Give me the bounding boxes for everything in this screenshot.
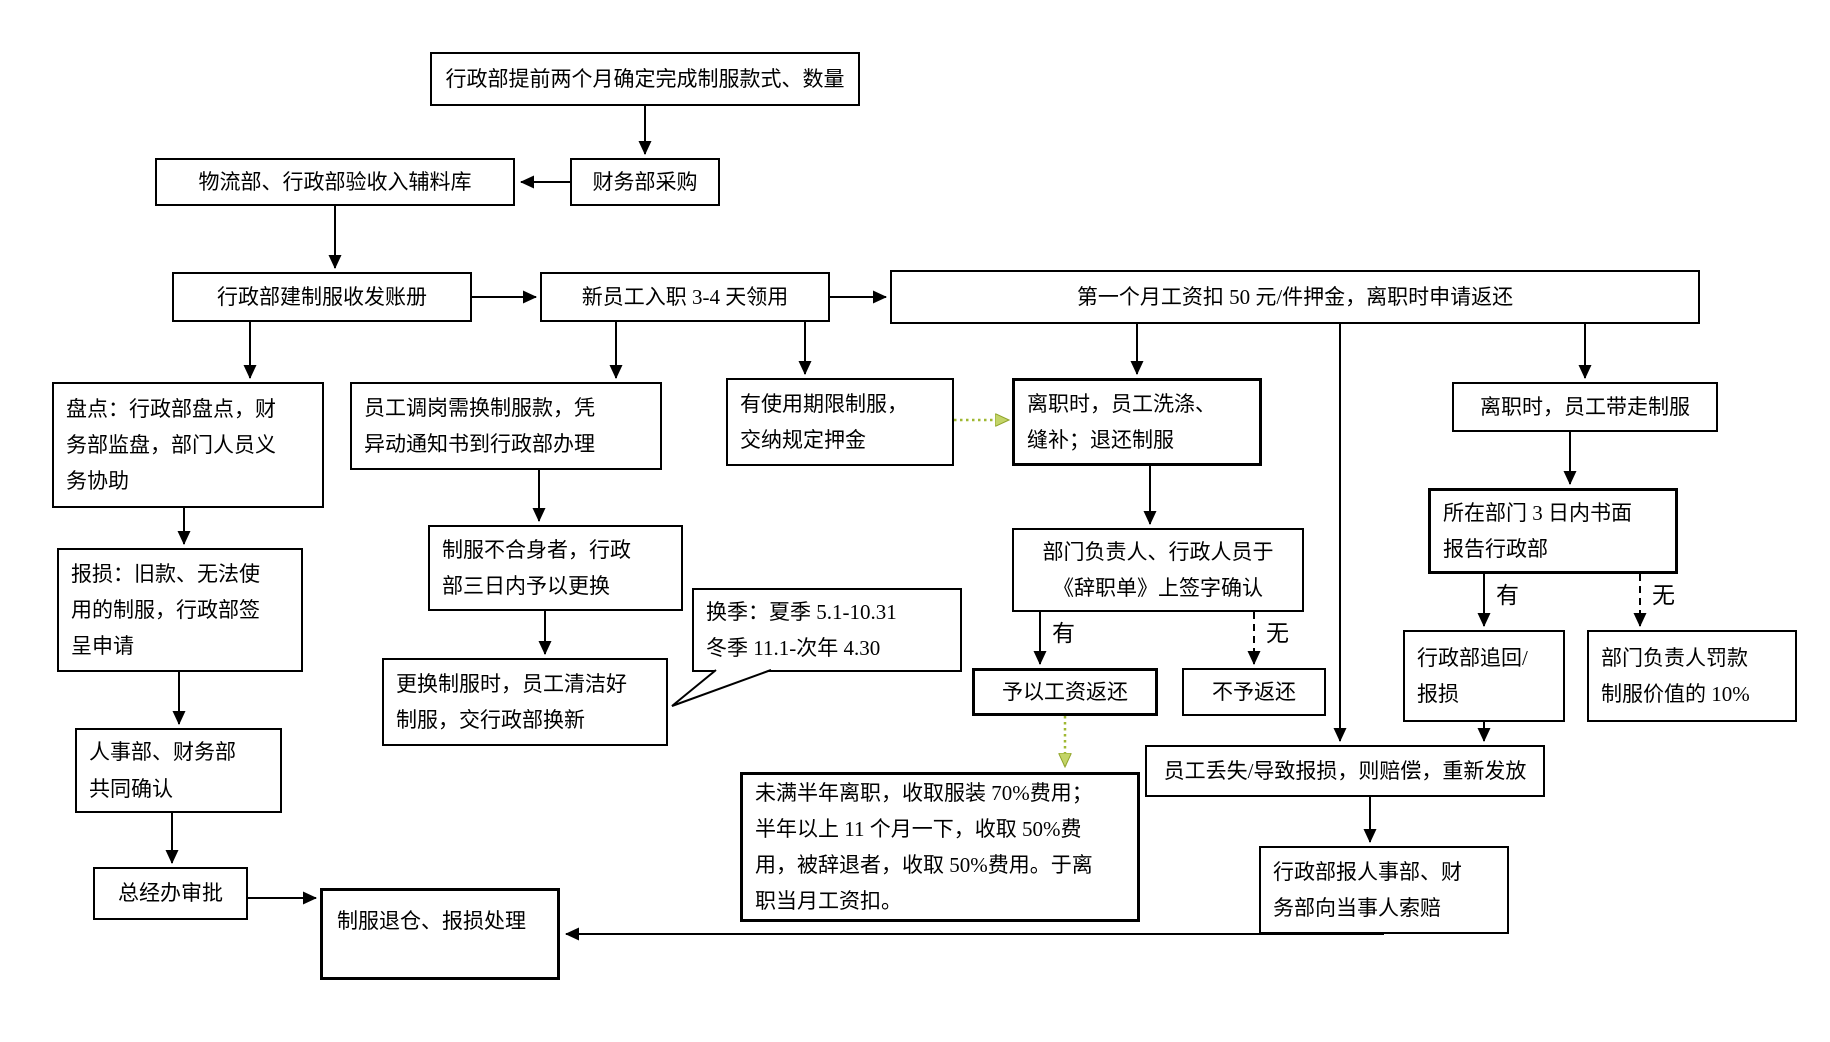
node-inventory-check: 盘点：行政部盘点，财 务部监盘，部门人员义 务协助	[52, 382, 324, 508]
branch-label-report-no: 无	[1652, 583, 1675, 608]
branch-label-sign-yes: 有	[1052, 621, 1075, 646]
node-warehouse-acceptance: 物流部、行政部验收入辅料库	[155, 158, 515, 206]
node-claim-compensation: 行政部报人事部、财 务部向当事人索赔	[1259, 846, 1509, 934]
node-damage-report: 报损：旧款、无法使 用的制服，行政部签 呈申请	[57, 548, 303, 672]
node-gm-approval: 总经办审批	[93, 867, 248, 920]
branch-label-report-yes: 有	[1496, 583, 1519, 608]
branch-label-sign-no: 无	[1266, 621, 1289, 646]
node-new-employee-receive: 新员工入职 3-4 天领用	[540, 272, 830, 322]
node-resign-wash-return: 离职时，员工洗涤、 缝补；退还制服	[1012, 378, 1262, 466]
node-salary-deposit: 第一个月工资扣 50 元/件押金，离职时申请返还	[890, 270, 1700, 324]
node-manager-fine-10pct: 部门负责人罚款 制服价值的 10%	[1587, 630, 1797, 722]
node-uniform-ledger: 行政部建制服收发账册	[172, 272, 472, 322]
node-exchange-clean: 更换制服时，员工清洁好 制服，交行政部换新	[382, 658, 668, 746]
callout-tail-fill	[672, 669, 771, 706]
node-transfer-exchange: 员工调岗需换制服款，凭 异动通知书到行政部办理	[350, 382, 662, 470]
node-leave-fee-rules: 未满半年离职，收取服装 70%费用； 半年以上 11 个月一下，收取 50%费 …	[740, 772, 1140, 922]
node-ill-fitting-replace: 制服不合身者，行政 部三日内予以更换	[428, 525, 683, 611]
node-admin-recover: 行政部追回/ 报损	[1403, 630, 1565, 722]
node-hr-finance-confirm: 人事部、财务部 共同确认	[75, 728, 282, 813]
node-determine-uniform-style: 行政部提前两个月确定完成制服款式、数量	[430, 52, 860, 106]
node-term-limited-deposit: 有使用期限制服， 交纳规定押金	[726, 378, 954, 466]
callout-tail-outline	[671, 669, 772, 707]
node-resignation-form-sign: 部门负责人、行政人员于 《辞职单》上签字确认	[1012, 528, 1304, 612]
node-department-report-3days: 所在部门 3 日内书面 报告行政部	[1428, 488, 1678, 574]
node-finance-purchase: 财务部采购	[570, 158, 720, 206]
node-season-change-note: 换季：夏季 5.1-10.31 冬季 11.1-次年 4.30	[692, 588, 962, 672]
node-resign-take-uniform: 离职时，员工带走制服	[1452, 382, 1718, 432]
node-no-refund: 不予返还	[1182, 668, 1326, 716]
node-lost-damaged-compensate: 员工丢失/导致报损，则赔偿，重新发放	[1145, 745, 1545, 797]
node-uniform-return-storage: 制服退仓、报损处理	[320, 888, 560, 980]
node-refund-with-salary: 予以工资返还	[972, 668, 1158, 716]
